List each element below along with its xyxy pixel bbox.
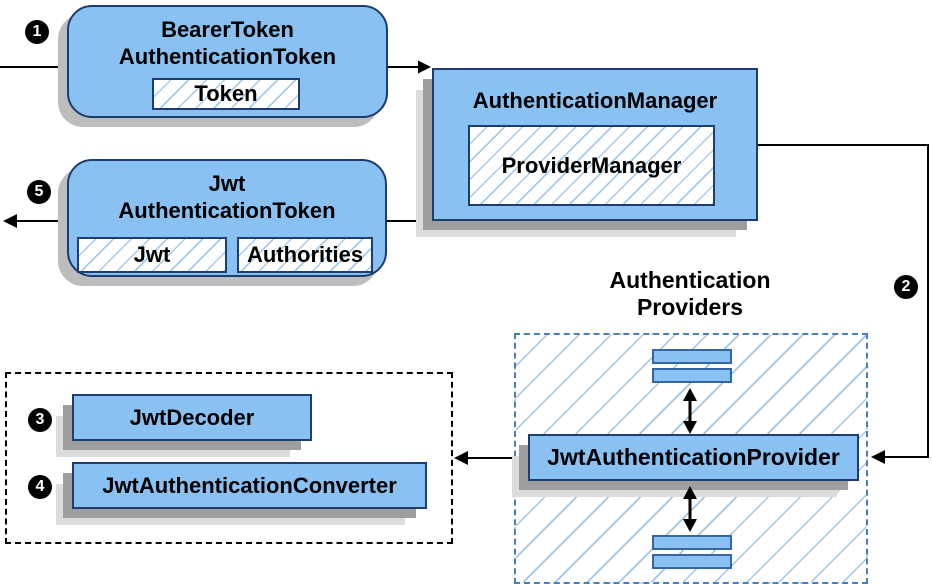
jwt-label: Jwt xyxy=(133,242,171,267)
jwt-token-title-line1: Jwt xyxy=(208,171,246,196)
provider-slot-bar xyxy=(652,535,732,550)
arrowhead-to-converters-icon xyxy=(454,451,468,465)
token-label: Token xyxy=(194,81,258,106)
jwt-token-title-line2: AuthenticationToken xyxy=(118,198,336,223)
jwt-authentication-provider-label: JwtAuthenticationProvider xyxy=(547,444,840,470)
step-badge-4: 4 xyxy=(28,475,52,499)
step-badge-1: 1 xyxy=(25,20,49,44)
providers-title-line1: Authentication xyxy=(609,267,771,293)
double-arrow-icon xyxy=(683,388,697,434)
jwt-authentication-provider-node: JwtAuthenticationProvider xyxy=(528,434,859,481)
token-field: Token xyxy=(152,78,300,110)
double-arrow-icon xyxy=(683,486,697,532)
jwt-decoder-node: JwtDecoder xyxy=(72,394,312,441)
bearer-token-title-line1: BearerToken xyxy=(161,17,294,42)
authentication-manager-title: AuthenticationManager xyxy=(472,88,718,113)
arrowhead-outgoing-icon xyxy=(3,214,17,228)
authorities-label: Authorities xyxy=(246,242,364,267)
provider-slot-bar xyxy=(652,349,732,364)
step-badge-5: 5 xyxy=(27,180,51,204)
jwt-field: Jwt xyxy=(77,237,227,273)
jwt-authentication-converter-label: JwtAuthenticationConverter xyxy=(102,472,397,498)
provider-manager-label: ProviderManager xyxy=(501,152,682,178)
provider-manager-field: ProviderManager xyxy=(468,125,715,206)
jwt-authentication-converter-node: JwtAuthenticationConverter xyxy=(72,462,427,509)
bearer-token-authentication-token-node: BearerToken AuthenticationToken xyxy=(67,5,388,118)
authorities-field: Authorities xyxy=(237,237,373,273)
providers-title-line2: Providers xyxy=(636,294,744,320)
jwt-converters-group xyxy=(5,372,453,544)
step-badge-2: 2 xyxy=(894,275,918,299)
arrowhead-to-provider-icon xyxy=(871,450,885,464)
flow-line-manager-to-provider xyxy=(758,144,929,458)
provider-slot-bar xyxy=(652,368,732,383)
jwt-decoder-label: JwtDecoder xyxy=(129,404,255,430)
arrowhead-to-manager-icon xyxy=(418,60,431,74)
provider-slot-bar xyxy=(652,554,732,569)
bearer-token-title-line2: AuthenticationToken xyxy=(118,44,337,69)
step-badge-3: 3 xyxy=(28,408,52,432)
authentication-providers-title: Authentication Providers xyxy=(565,267,815,321)
